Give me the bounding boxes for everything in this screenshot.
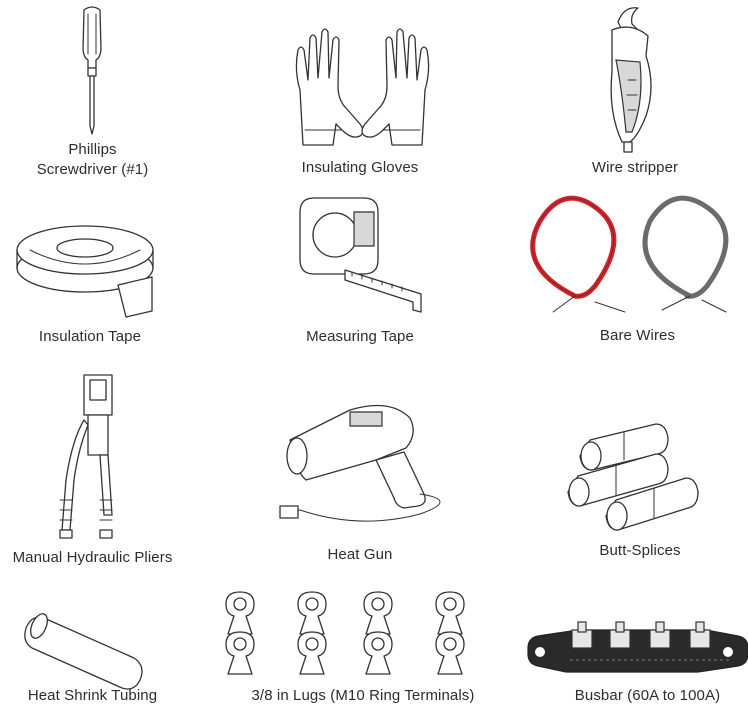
label-hydraulic-pliers: Manual Hydraulic Pliers — [12, 549, 173, 566]
label-ring-lugs: 3/8 in Lugs (M10 Ring Terminals) — [251, 687, 475, 704]
label-heat-shrink-tubing: Heat Shrink Tubing — [27, 687, 158, 704]
label-bare-wires: Bare Wires — [599, 327, 676, 344]
label-busbar: Busbar (60A to 100A) — [574, 687, 721, 704]
label-measuring-tape: Measuring Tape — [306, 328, 414, 345]
label-gloves: Insulating Gloves — [301, 159, 419, 176]
label-heat-gun: Heat Gun — [327, 546, 393, 563]
label-wire-stripper: Wire stripper — [591, 159, 679, 176]
label-screwdriver: Phillips Screwdriver (#1) — [36, 141, 149, 178]
label-butt-splices: Butt-Splices — [599, 542, 681, 559]
label-insulation-tape: Insulation Tape — [38, 328, 142, 345]
